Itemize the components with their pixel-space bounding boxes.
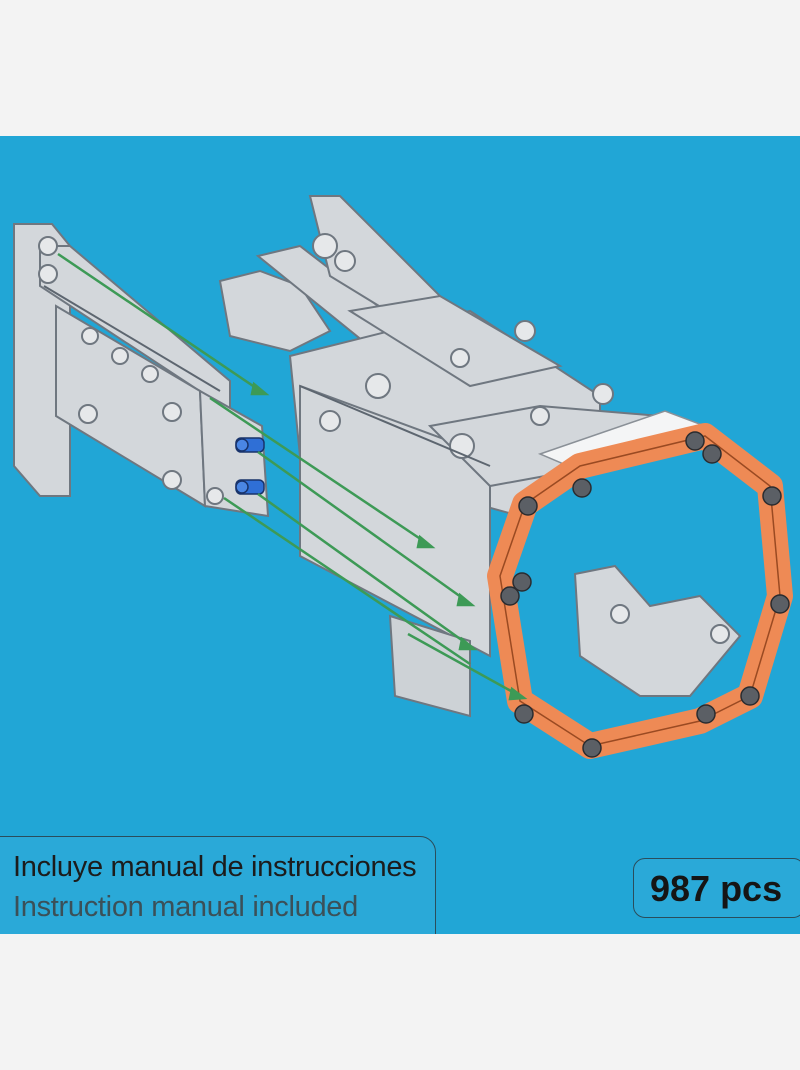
caption-spanish: Incluye manual de instrucciones xyxy=(13,851,417,883)
ring-joints xyxy=(500,431,790,758)
top-margin xyxy=(0,0,800,136)
left-beam-stack xyxy=(13,223,270,518)
piece-count-badge: 987 pcs xyxy=(633,858,800,918)
piece-count-label: 987 pcs xyxy=(650,868,783,909)
orange-ring xyxy=(487,423,793,759)
green-arrows xyxy=(57,252,528,701)
inner-grey-part xyxy=(573,564,742,697)
assembly-diagram-icon xyxy=(13,195,793,759)
bottom-margin xyxy=(0,934,800,1070)
instructions-caption-box: Incluye manual de instrucciones Instruct… xyxy=(0,836,436,934)
caption-english: Instruction manual included xyxy=(13,891,358,923)
central-body xyxy=(218,195,664,718)
product-panel: Incluye manual de instrucciones Instruct… xyxy=(0,136,800,934)
blue-pins xyxy=(235,437,265,495)
